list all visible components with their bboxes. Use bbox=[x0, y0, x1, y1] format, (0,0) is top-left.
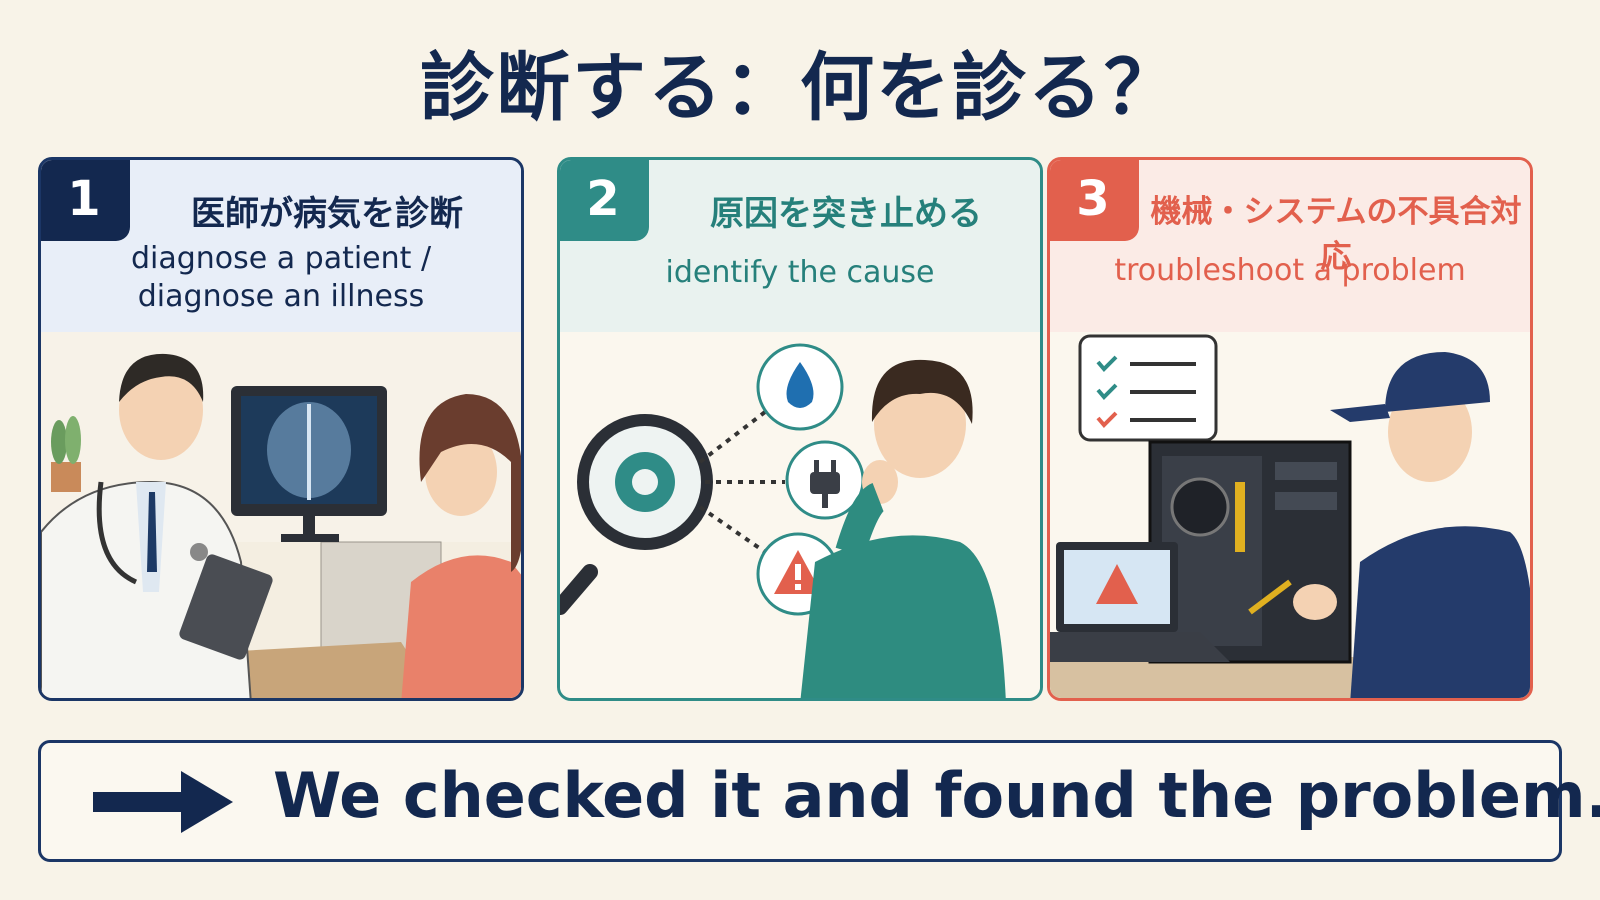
card-subheading-en: diagnose a patient / diagnose an illness bbox=[41, 240, 521, 316]
card-number-badge: 3 bbox=[1050, 160, 1139, 241]
card-header: 1 医師が病気を診断 diagnose a patient / diagnose… bbox=[41, 160, 521, 332]
pc-tower-icon bbox=[1148, 440, 1352, 664]
water-drop-icon bbox=[756, 343, 844, 431]
patient-figure bbox=[401, 394, 521, 698]
example-sentence-box: We checked it and found the problem. bbox=[38, 740, 1600, 862]
card-identify-cause: 2 原因を突き止める identify the cause bbox=[557, 157, 1043, 701]
technician-figure bbox=[1248, 352, 1530, 698]
example-sentence: We checked it and found the problem. bbox=[273, 759, 1600, 832]
card-subheading-en: troubleshoot a problem bbox=[1114, 253, 1466, 288]
doctor-figure bbox=[41, 353, 273, 698]
xray-monitor-icon bbox=[231, 386, 387, 542]
card-troubleshoot: 3 機械・システムの不具合対応 troubleshoot a problem bbox=[1047, 157, 1533, 701]
card-heading-jp: 機械・システムの不具合対応 bbox=[1150, 194, 1522, 275]
technician-computer-illustration bbox=[1050, 332, 1530, 698]
arrow-right-icon bbox=[93, 771, 233, 833]
card-header: 3 機械・システムの不具合対応 troubleshoot a problem bbox=[1050, 160, 1530, 332]
card-heading-jp: 医師が病気を診断 bbox=[191, 194, 463, 234]
thinking-man-figure bbox=[800, 359, 1006, 698]
card-subheading-line-2: diagnose an illness bbox=[137, 279, 425, 314]
card-subheading-en: identify the cause bbox=[665, 255, 935, 290]
checklist-icon bbox=[1078, 334, 1218, 459]
card-heading-jp: 原因を突き止める bbox=[710, 194, 982, 234]
card-number-badge: 2 bbox=[560, 160, 649, 241]
card-diagnose-patient: 1 医師が病気を診断 diagnose a patient / diagnose… bbox=[38, 157, 524, 701]
doctor-patient-illustration bbox=[41, 332, 521, 698]
card-number-badge: 1 bbox=[41, 160, 130, 241]
thinking-man-illustration bbox=[560, 332, 1040, 698]
card-subheading-line-1: diagnose a patient / bbox=[130, 241, 432, 276]
plant-icon bbox=[51, 416, 81, 492]
magnifier-gear-icon bbox=[560, 414, 713, 615]
page-title: 診断する：何を診る？ bbox=[420, 45, 1180, 131]
card-header: 2 原因を突き止める identify the cause bbox=[560, 160, 1040, 332]
laptop-warning-icon bbox=[1050, 542, 1230, 662]
